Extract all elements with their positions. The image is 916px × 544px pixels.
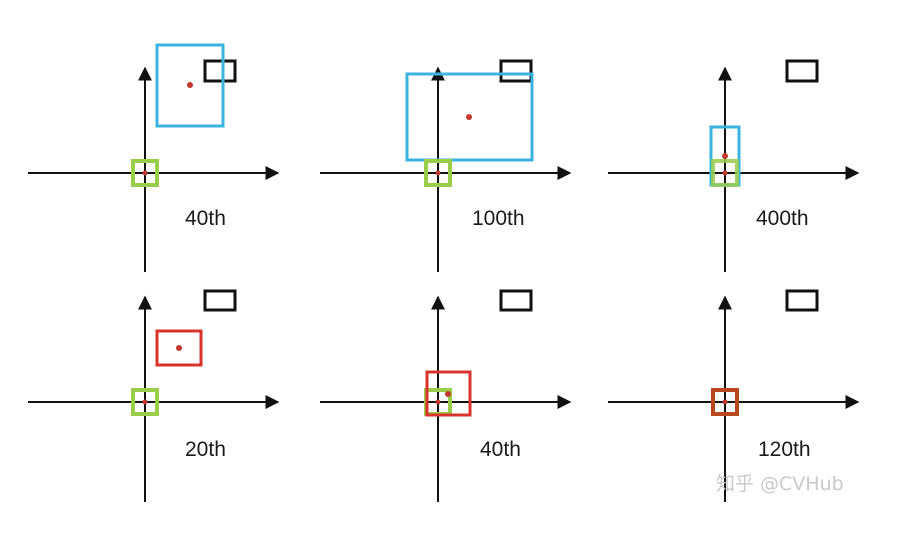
predicted-center-dot: [187, 82, 193, 88]
target-box: [785, 59, 819, 83]
origin-center-dot: [722, 170, 728, 176]
iteration-label: 40th: [185, 207, 226, 230]
origin-center-dot: [142, 170, 148, 176]
origin-box: [424, 159, 452, 187]
iteration-label: 400th: [756, 207, 809, 230]
origin-center-dot: [435, 170, 441, 176]
panel-1: 40th: [28, 43, 280, 272]
predicted-box: [425, 370, 472, 417]
target-box: [785, 289, 819, 312]
iteration-label: 40th: [480, 438, 521, 461]
panel-5: 40th: [320, 289, 572, 502]
panel-2: 100th: [320, 59, 572, 272]
predicted-box: [155, 329, 203, 367]
target-box: [499, 289, 533, 312]
panel-3: 400th: [608, 59, 860, 272]
target-box: [499, 59, 533, 83]
origin-center-dot: [435, 399, 441, 405]
predicted-box: [155, 43, 225, 128]
iteration-label: 100th: [472, 207, 525, 230]
predicted-center-dot: [445, 391, 451, 397]
predicted-box: [711, 388, 739, 416]
panel-4: 20th: [28, 289, 280, 502]
predicted-center-dot: [722, 153, 728, 159]
predicted-center-dot: [176, 345, 182, 351]
predicted-center-dot: [466, 114, 472, 120]
origin-box: [131, 388, 159, 416]
origin-center-dot: [142, 399, 148, 405]
origin-center-dot: [722, 399, 728, 405]
panel-6: 120th: [608, 289, 860, 502]
origin-box: [711, 159, 739, 187]
iteration-label: 120th: [758, 438, 811, 461]
iteration-label: 20th: [185, 438, 226, 461]
target-box: [203, 289, 237, 312]
predicted-box: [405, 72, 534, 162]
target-box: [203, 59, 237, 83]
origin-box: [131, 159, 159, 187]
watermark: 知乎 @CVHub: [716, 473, 844, 495]
